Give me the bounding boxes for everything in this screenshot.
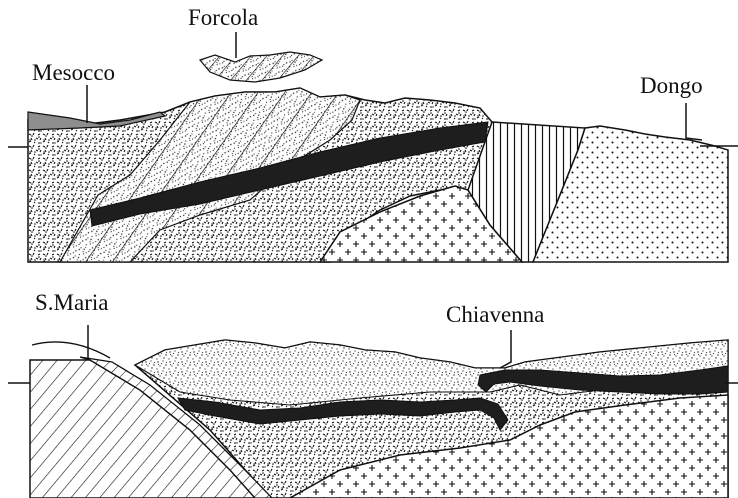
top-cross-section: Forcola Mesocco Dongo bbox=[8, 5, 738, 262]
bottom-cross-section: S.Maria Chiavenna bbox=[8, 290, 738, 498]
forcola-block bbox=[200, 52, 322, 82]
s-maria-arc bbox=[32, 342, 110, 358]
label-chiavenna: Chiavenna bbox=[446, 302, 544, 327]
dongo-leader bbox=[686, 103, 702, 140]
label-forcola: Forcola bbox=[188, 5, 258, 30]
label-dongo: Dongo bbox=[640, 73, 703, 98]
label-s-maria: S.Maria bbox=[35, 290, 108, 315]
chiavenna-leader bbox=[500, 330, 511, 368]
label-mesocco: Mesocco bbox=[32, 60, 115, 85]
